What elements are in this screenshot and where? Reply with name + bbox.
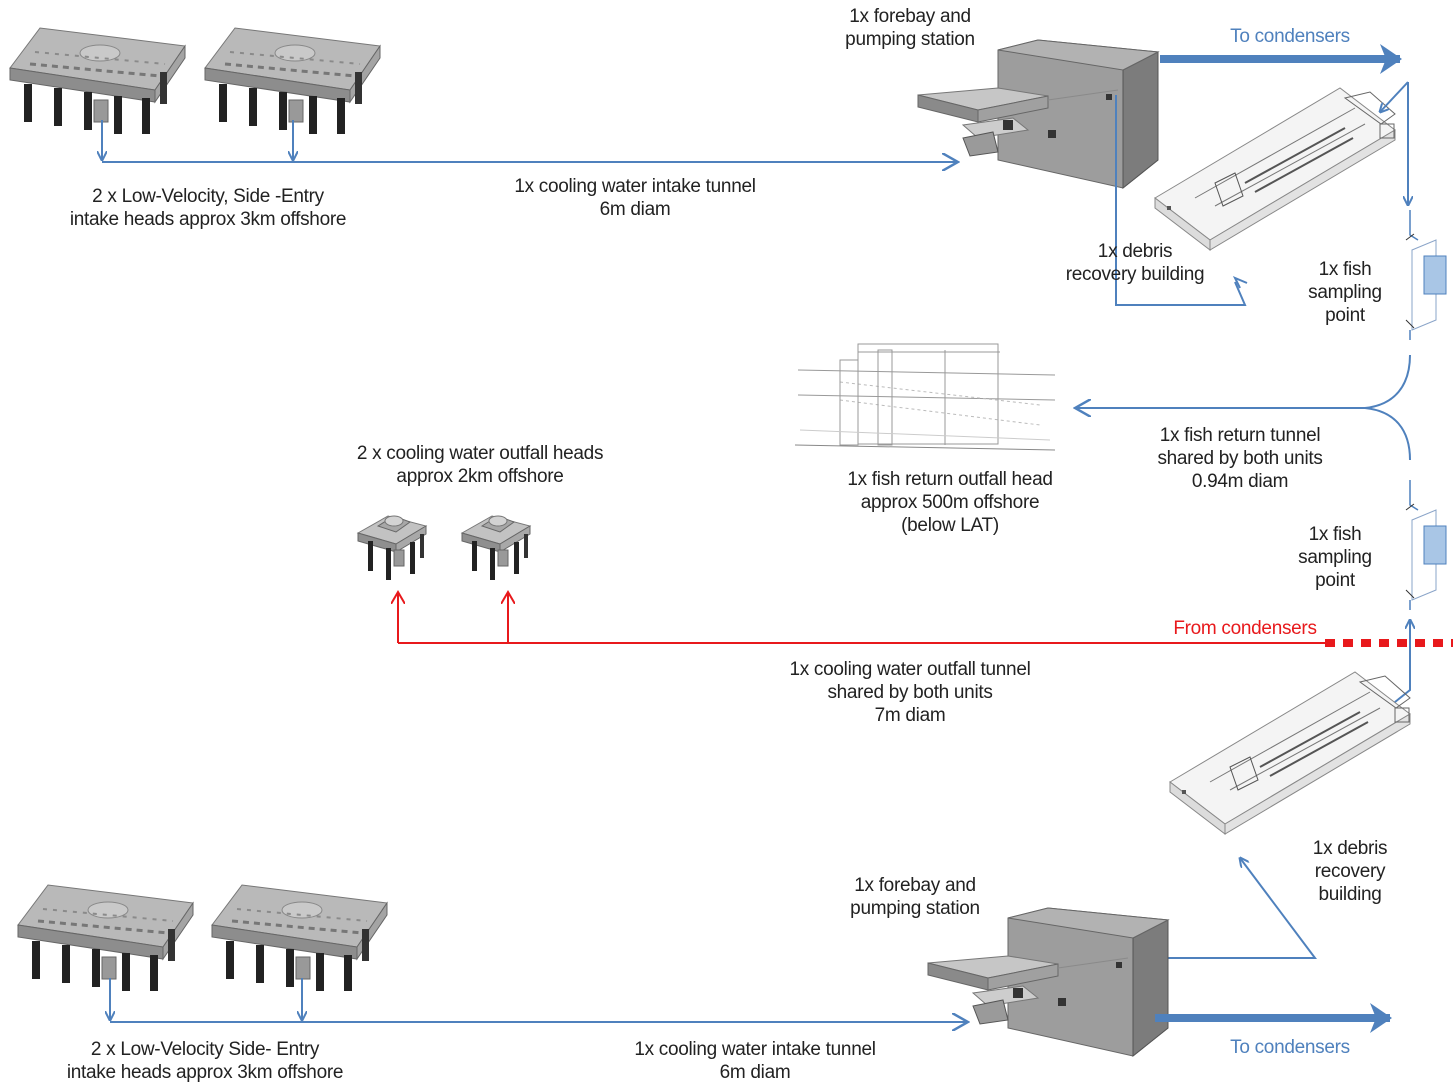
top-forebay-label: 1x forebay and pumping station	[845, 6, 975, 50]
debris-recovery-building-icon	[1169, 671, 1411, 835]
outfall-tunnel-label: 1x cooling water outfall tunnel shared b…	[789, 659, 1031, 726]
intake-head-structure-icon	[8, 26, 187, 136]
intake-tunnel-line-bottom	[110, 978, 968, 1022]
top-fish-sampling-label: 1x fish sampling point	[1308, 259, 1382, 326]
from-condensers-label: From condensers	[1173, 618, 1317, 639]
intake-head-structure-icon	[210, 883, 389, 993]
debris-return-lines-top	[1115, 81, 1408, 306]
debris-recovery-building-icon	[1154, 87, 1396, 251]
bottom-intake-tunnel-label: 1x cooling water intake tunnel 6m diam	[634, 1039, 876, 1083]
intake-tunnel-line-top	[102, 120, 958, 162]
fish-return-head-label: 1x fish return outfall head approx 500m …	[847, 469, 1053, 536]
top-intake-heads-label: 2 x Low-Velocity, Side -Entry intake hea…	[69, 186, 347, 230]
outfall-heads-label: 2 x cooling water outfall heads approx 2…	[356, 443, 604, 487]
bottom-intake-heads-label: 2 x Low-Velocity Side- Entry intake head…	[66, 1039, 344, 1083]
bottom-debris-label: 1x debris recovery building	[1312, 838, 1388, 905]
top-debris-label: 1x debris recovery building	[1065, 241, 1205, 285]
outfall-tunnel-line	[398, 592, 1453, 647]
forebay-pumping-station-icon	[927, 907, 1169, 1057]
fish-return-tunnel-line	[1075, 354, 1411, 461]
fish-sampling-point-icon	[1405, 209, 1447, 341]
outfall-head-structure-icon	[357, 515, 427, 581]
top-to-condensers-label: To condensers	[1230, 26, 1350, 47]
forebay-pumping-station-icon	[917, 39, 1159, 189]
fish-sampling-point-icon	[1405, 479, 1447, 611]
bottom-to-condensers-label: To condensers	[1230, 1037, 1350, 1058]
outfall-head-structure-icon	[461, 515, 531, 581]
fish-return-tunnel-label: 1x fish return tunnel shared by both uni…	[1157, 425, 1323, 492]
bottom-forebay-label: 1x forebay and pumping station	[850, 875, 980, 919]
intake-head-structure-icon	[16, 883, 195, 993]
fish-return-section-drawing-icon	[794, 343, 1056, 451]
top-intake-tunnel-label: 1x cooling water intake tunnel 6m diam	[514, 176, 756, 220]
intake-head-structure-icon	[203, 26, 382, 136]
bottom-fish-sampling-label: 1x fish sampling point	[1298, 524, 1372, 591]
